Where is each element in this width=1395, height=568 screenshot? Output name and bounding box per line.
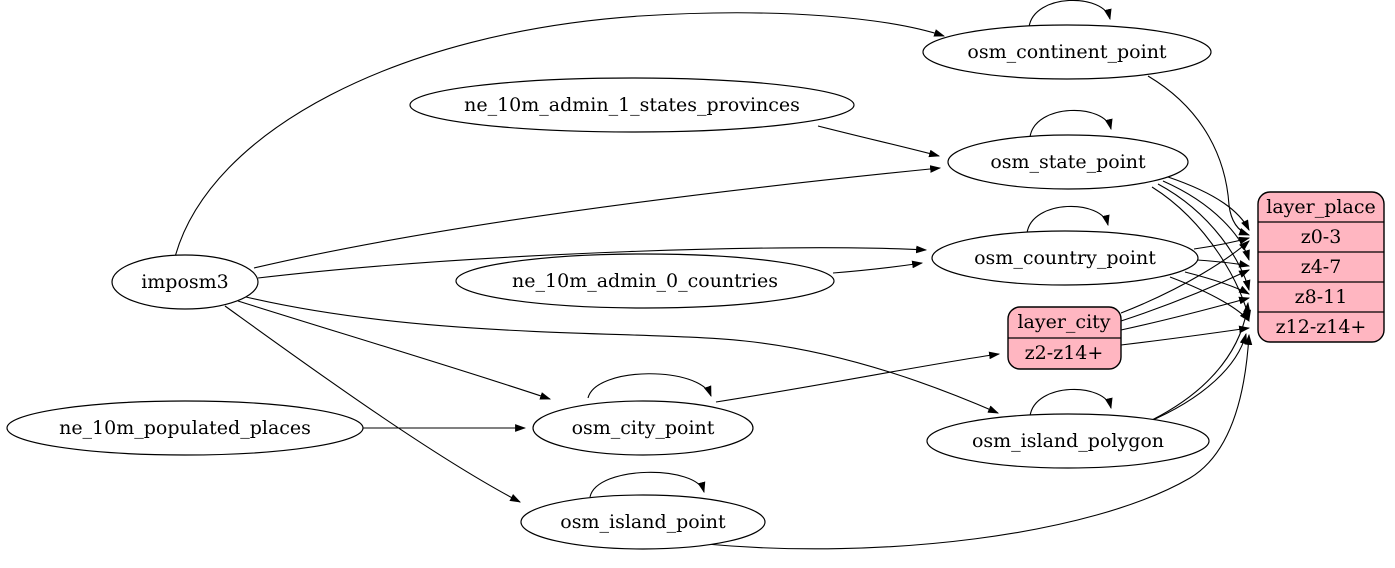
edge-imposm3-osm_continent_point <box>174 12 946 258</box>
edge-imposm3-osm_country_point <box>257 245 928 279</box>
node-label: osm_state_point <box>990 151 1146 173</box>
edge-imposm3-osm_state_point <box>253 165 942 269</box>
self-loop-osm_continent_point <box>1028 0 1112 28</box>
node-label: ne_10m_populated_places <box>59 417 311 439</box>
node-shape <box>111 254 259 310</box>
edge-imposm3-osm_island_polygon <box>245 296 1000 414</box>
record-title: layer_city <box>1017 311 1110 333</box>
node-label: ne_10m_admin_0_countries <box>512 270 778 292</box>
node-shape <box>926 413 1210 469</box>
edge-osm_city_point-layer_city-z2-z14 <box>715 351 1001 403</box>
edge-imposm3-osm_city_point <box>237 300 552 400</box>
node-osm_city_point: osm_city_point <box>532 400 754 456</box>
node-osm_state_point: osm_state_point <box>947 134 1189 190</box>
node-osm_island_polygon: osm_island_polygon <box>926 413 1210 469</box>
node-label: osm_island_polygon <box>972 430 1164 452</box>
edge-imposm3-osm_island_point <box>224 305 521 503</box>
edge-layer <box>174 12 1253 550</box>
node-label: imposm3 <box>141 271 229 293</box>
edge-osm_continent_point-layer_place-z0-3 <box>1147 75 1251 236</box>
node-label: osm_city_point <box>572 417 715 439</box>
edge-osm_island_polygon-layer_place-z8-11 <box>1151 301 1251 421</box>
edge-osm_country_point-layer_place-z4-7 <box>1196 259 1251 268</box>
edge-osm_country_point-layer_place-z0-3 <box>1193 236 1251 250</box>
edge-ne_10m_admin_1_states_provinces-osm_state_point <box>817 125 941 158</box>
edge-osm_state_point-layer_place-z0-3 <box>1167 176 1250 231</box>
record-row-z0-3: z0-3 <box>1301 226 1342 248</box>
record-layer_city: layer_city z2-z14+ <box>1007 306 1122 370</box>
node-osm_island_point: osm_island_point <box>520 494 766 550</box>
self-loop-osm_city_point <box>587 373 712 399</box>
self-loop-layer <box>587 0 1113 498</box>
edge-layer_city-layer_place-z12-z14 <box>1120 325 1251 346</box>
node-shape <box>947 134 1189 190</box>
edge-layer_city-layer_place-z8-11 <box>1120 296 1251 331</box>
edge-osm_island_polygon-layer_place-z12-z14 <box>1145 332 1248 424</box>
record-row-z4-7: z4-7 <box>1301 256 1342 278</box>
node-shape <box>922 24 1212 80</box>
node-ne_10m_admin_1_states_provinces: ne_10m_admin_1_states_provinces <box>409 77 855 133</box>
node-osm_country_point: osm_country_point <box>931 230 1199 286</box>
record-title: layer_place <box>1266 196 1375 218</box>
node-imposm3: imposm3 <box>111 254 259 310</box>
node-osm_continent_point: osm_continent_point <box>922 24 1212 80</box>
self-loop-osm_state_point <box>1029 109 1113 138</box>
edge-osm_country_point-layer_place-z8-11 <box>1184 271 1250 295</box>
node-shape <box>520 494 766 550</box>
node-label: osm_island_point <box>560 511 726 533</box>
self-loop-osm_country_point <box>1026 205 1110 234</box>
node-shape <box>532 400 754 456</box>
record-shape <box>1257 191 1385 343</box>
record-layer_place: layer_place z0-3 z4-7 z8-11 z12-z14+ <box>1257 191 1385 343</box>
node-shape <box>455 253 835 309</box>
edge-ne_10m_admin_0_countries-osm_country_point <box>832 260 924 274</box>
node-shape <box>409 77 855 133</box>
node-label: osm_country_point <box>974 247 1156 269</box>
edge-layer_city-layer_place-z4-7 <box>1120 269 1250 322</box>
record-row-z8-11: z8-11 <box>1295 286 1348 308</box>
edge-osm_state_point-layer_place-z8-11 <box>1157 183 1251 292</box>
node-label: ne_10m_admin_1_states_provinces <box>464 94 800 116</box>
edge-layer_city-layer_place-z0-3 <box>1120 240 1250 314</box>
edge-osm_state_point-layer_place-z4-7 <box>1162 180 1250 262</box>
self-loop-osm_island_polygon <box>1029 388 1113 417</box>
node-label: osm_continent_point <box>967 41 1167 63</box>
node-ne_10m_admin_0_countries: ne_10m_admin_0_countries <box>455 253 835 309</box>
record-row-z12-z14: z12-z14+ <box>1276 316 1367 338</box>
node-shape <box>931 230 1199 286</box>
record-row-z2-z14: z2-z14+ <box>1025 342 1104 364</box>
node-ne_10m_populated_places: ne_10m_populated_places <box>6 400 364 456</box>
edge-osm_island_point-layer_place-z12-z14 <box>705 333 1253 550</box>
node-shape <box>6 400 364 456</box>
self-loop-osm_island_point <box>589 471 706 498</box>
